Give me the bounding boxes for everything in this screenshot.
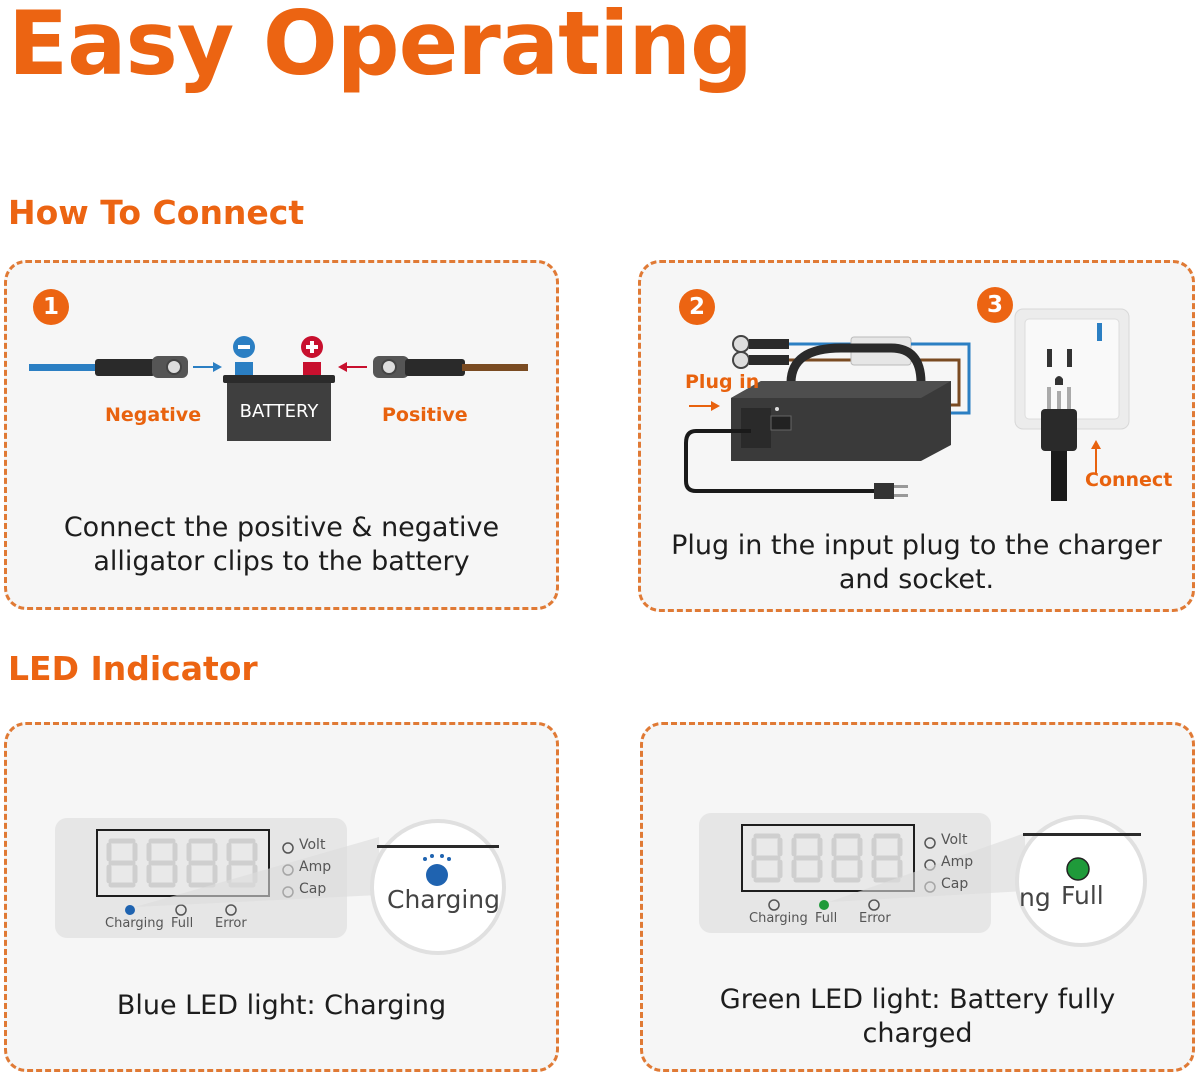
plug-in-label: Plug in <box>685 371 760 393</box>
charging-partial-zoom-label: ng <box>1019 883 1051 912</box>
amp-label: Amp <box>941 854 974 870</box>
charging-zoom-circle <box>370 819 506 955</box>
card-connect-plug: 2 3 <box>638 260 1195 612</box>
step2-caption-line1: Plug in the input plug to the charger <box>671 530 1162 561</box>
full-zoom-circle <box>1015 815 1147 947</box>
green-led-zoom-icon <box>1066 857 1090 881</box>
connect-label: Connect <box>1085 469 1173 491</box>
charging-led-icon <box>125 905 135 915</box>
cap-label: Cap <box>941 876 969 892</box>
negative-wire <box>29 364 99 371</box>
full-led-icon <box>819 900 829 910</box>
charging-label: Charging <box>749 911 808 926</box>
error-label: Error <box>215 916 247 931</box>
full-label: Full <box>815 911 838 926</box>
amp-label: Amp <box>299 859 332 875</box>
section-heading-connect: How To Connect <box>8 193 305 232</box>
blue-led-caption: Blue LED light: Charging <box>116 990 447 1021</box>
charger-socket-illustration <box>684 308 1130 501</box>
negative-label: Negative <box>105 404 202 426</box>
volt-label: Volt <box>299 837 326 853</box>
full-zoom-label: Full <box>1061 881 1104 910</box>
step1-caption-line2: alligator clips to the battery <box>93 546 470 577</box>
page-title: Easy Operating <box>8 0 753 95</box>
positive-label: Positive <box>382 404 468 426</box>
charging-zoom-label: Charging <box>387 885 500 914</box>
battery-clips-illustration <box>29 336 528 441</box>
battery-label: BATTERY <box>239 401 319 422</box>
green-led-caption-line2: charged <box>862 1018 973 1049</box>
charging-panel-illustration <box>55 818 506 955</box>
full-label: Full <box>171 916 194 931</box>
green-led-caption-line1: Green LED light: Battery fully <box>719 984 1116 1015</box>
step1-caption-line1: Connect the positive & negative <box>63 512 500 543</box>
charging-label: Charging <box>105 916 164 931</box>
step-number-3: 3 <box>977 287 1013 323</box>
step2-caption-line2: and socket. <box>838 564 995 595</box>
blue-led-zoom-icon <box>426 864 448 886</box>
section-heading-led: LED Indicator <box>8 649 258 688</box>
step-number-1: 1 <box>33 289 69 325</box>
volt-label: Volt <box>941 832 968 848</box>
step-number-2: 2 <box>679 289 715 325</box>
card-connect-clips: 1 BATTERY Negative Positive Connect the … <box>4 260 559 610</box>
error-label: Error <box>859 911 891 926</box>
card-led-blue: Volt Amp Cap Charging Full Error Chargin… <box>4 722 559 1072</box>
card-led-green: Volt Amp Cap Charging Full Error ng Full… <box>640 722 1195 1072</box>
full-panel-illustration <box>699 813 1147 947</box>
cap-label: Cap <box>299 881 327 897</box>
positive-wire <box>462 364 528 371</box>
